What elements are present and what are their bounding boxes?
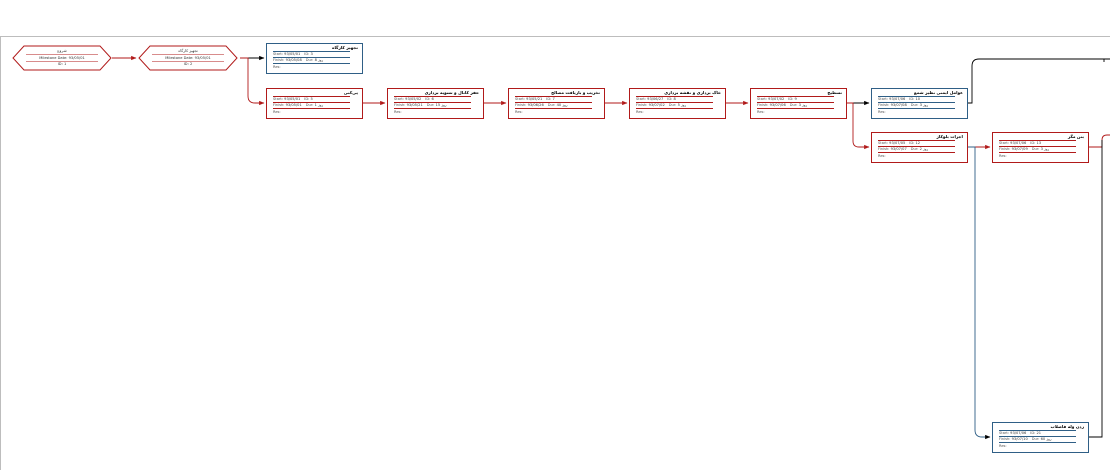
- link-t13-offpage: [1088, 134, 1110, 148]
- task-name: تسطیح: [827, 90, 842, 95]
- link-t9-t12: [846, 102, 870, 150]
- milestone-id: ID: 1: [57, 62, 67, 66]
- task-node-8[interactable]: خاک برداری و نقشه برداری Start: 93/06/27…: [629, 88, 726, 119]
- task-name: اجرات بلوکاژ: [936, 134, 964, 139]
- link-t10-offpage-right: [1100, 58, 1105, 62]
- task-name: تجهیز کارگاه: [331, 45, 358, 50]
- task-name: حفر کانال و تسویه برداری: [424, 90, 479, 95]
- task-res-row: Res:: [394, 110, 402, 114]
- milestone-name: تجهیز کارگاه: [178, 48, 198, 53]
- task-name: بتن مگر: [1067, 134, 1084, 139]
- task-name: تخریب و بازیافت مصالح: [551, 90, 600, 95]
- milestone-id: ID: 2: [183, 62, 193, 66]
- task-res-row: Res:: [999, 444, 1007, 448]
- task-name: خاک برداری و نقشه برداری: [664, 90, 721, 95]
- link-m2-t5: [240, 57, 265, 106]
- frame-left-border: [0, 36, 1, 470]
- task-res-row: Res:: [757, 110, 765, 114]
- task-res-row: Res:: [999, 154, 1007, 158]
- task-name: زدن وله فاضلاب: [1050, 424, 1084, 429]
- task-res-row: Res:: [273, 65, 281, 69]
- link-t10-offpage: [967, 58, 1110, 104]
- milestone-date: Milestone Date: 93/05/01: [39, 56, 85, 60]
- milestone-hexagon-icon: [138, 45, 238, 71]
- milestone-hexagon-icon: [12, 45, 112, 71]
- task-name: پی‌کنی: [343, 90, 358, 95]
- task-name: عوامل ایمنی نظیر شمع: [913, 90, 963, 95]
- task-res-row: Res:: [515, 110, 523, 114]
- milestone-site-setup[interactable]: تجهیز کارگاه Milestone Date: 93/05/01 ID…: [138, 45, 238, 71]
- task-res-row: Res:: [878, 154, 886, 158]
- task-res-row: Res:: [636, 110, 644, 114]
- task-res-row: Res:: [878, 110, 886, 114]
- milestone-start[interactable]: شروع Milestone Date: 93/05/01 ID: 1: [12, 45, 112, 71]
- task-node-6[interactable]: حفر کانال و تسویه برداری Start: 93/05/02…: [387, 88, 484, 119]
- frame-top-border: [0, 36, 1110, 37]
- task-res-row: Res:: [273, 110, 281, 114]
- link-t12-t21: [967, 146, 991, 440]
- milestone-date: Milestone Date: 93/05/01: [165, 56, 211, 60]
- link-t21-offpage: [1088, 140, 1103, 438]
- milestone-name: شروع: [57, 48, 67, 53]
